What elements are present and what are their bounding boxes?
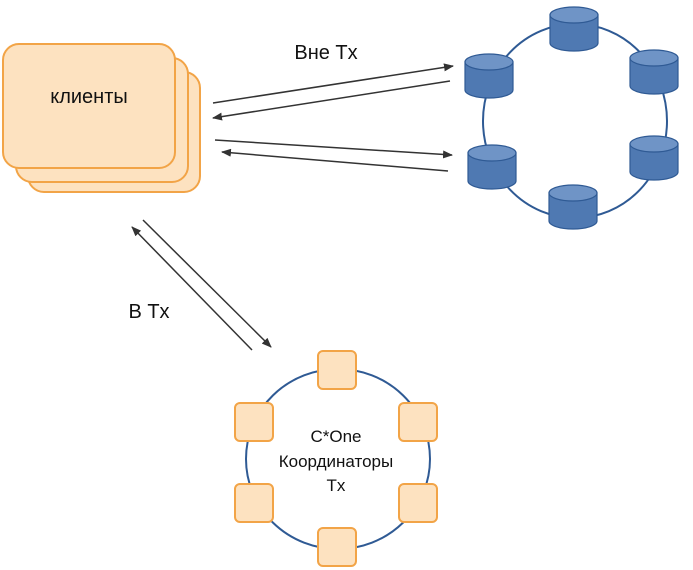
coordinator-nodes bbox=[234, 350, 438, 567]
coordinator-node-square bbox=[398, 402, 438, 442]
client-ring-arrows bbox=[212, 63, 454, 172]
database-cylinder-top bbox=[464, 53, 514, 71]
coordinators-label-line1: C*One bbox=[310, 427, 361, 446]
arrow-response-top bbox=[212, 80, 451, 121]
database-cylinder-body bbox=[629, 143, 679, 181]
database-cylinder-body bbox=[548, 192, 598, 230]
clients-stack: клиенты bbox=[2, 43, 201, 193]
arrow-response-bottom bbox=[221, 148, 449, 172]
arrow-request-bottom bbox=[214, 139, 453, 159]
client-coordinator-arrows bbox=[131, 219, 272, 351]
coordinator-node-square bbox=[317, 350, 357, 390]
coordinator-node-square bbox=[234, 483, 274, 523]
database-cylinder-top bbox=[467, 144, 517, 162]
coordinator-node-square bbox=[317, 527, 357, 567]
database-cylinder-icon bbox=[629, 49, 679, 95]
database-cylinder-body bbox=[464, 61, 514, 99]
client-card-front bbox=[2, 43, 176, 169]
database-cylinder-icon bbox=[549, 6, 599, 52]
database-cylinder-body bbox=[549, 14, 599, 52]
database-cylinder-body bbox=[629, 57, 679, 95]
database-cylinder-top bbox=[548, 184, 598, 202]
outside-tx-label: Вне Tx bbox=[294, 42, 357, 64]
coordinator-node-square bbox=[398, 483, 438, 523]
arrow-request-top bbox=[212, 63, 454, 104]
database-cylinder-top bbox=[549, 6, 599, 24]
database-cylinder-body bbox=[467, 152, 517, 190]
database-cylinder-icon bbox=[548, 184, 598, 230]
clients-label: клиенты bbox=[50, 86, 128, 108]
inside-tx-label: В Tx bbox=[128, 301, 169, 323]
database-cylinder-top bbox=[629, 135, 679, 153]
coordinators-label-line3: Tx bbox=[327, 476, 346, 495]
arrow-request-coordinators bbox=[142, 219, 272, 348]
database-cylinder-icon bbox=[467, 144, 517, 190]
coordinators-label-line2: Координаторы bbox=[279, 452, 393, 471]
database-cylinder-icon bbox=[629, 135, 679, 181]
coordinator-node-square bbox=[234, 402, 274, 442]
database-nodes bbox=[464, 6, 679, 230]
database-cylinder-icon bbox=[464, 53, 514, 99]
database-cylinder-top bbox=[629, 49, 679, 67]
arrow-response-coordinators bbox=[131, 226, 253, 351]
